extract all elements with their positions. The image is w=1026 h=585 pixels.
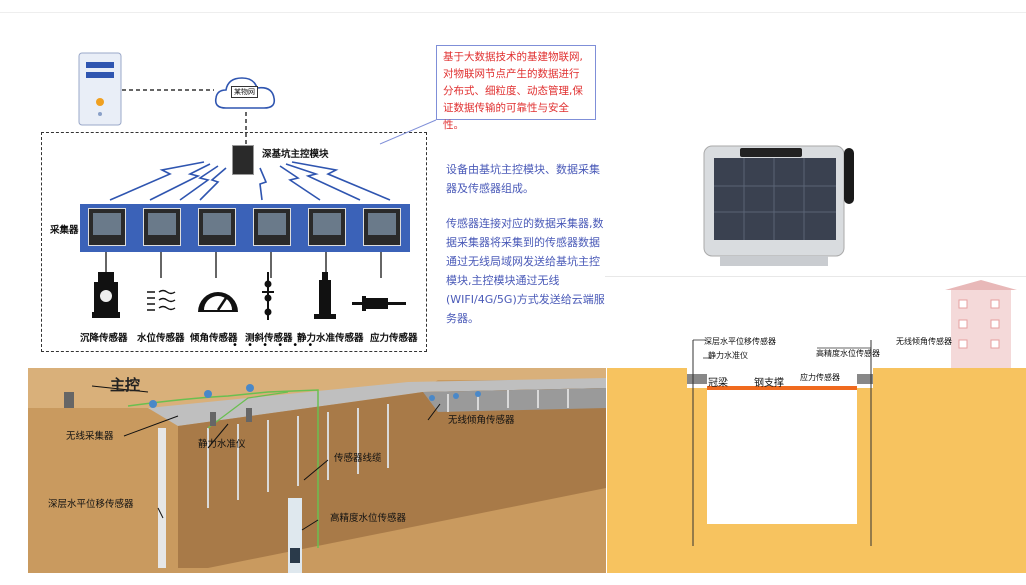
section-steel-support: 钢支撑 <box>754 378 784 389</box>
site-main-control: 主控 <box>110 376 141 394</box>
section-deep-horizontal: 深层水平位移传感器 <box>704 337 776 346</box>
device-photo <box>703 145 854 266</box>
collector-bar <box>80 204 410 252</box>
site-water-level: 高精度水位传感器 <box>330 513 407 524</box>
site-deep-horizontal: 深层水平位移传感器 <box>48 499 134 510</box>
server-link <box>122 89 214 91</box>
sensor-label-2: 水位传感器 <box>137 333 185 344</box>
collector-label: 采集器 <box>50 225 79 236</box>
sensor-label-6: 应力传感器 <box>370 333 418 344</box>
description-p1: 设备由基坑主控模块、数据采集器及传感器组成。 <box>446 163 600 195</box>
static-level-sensor-icon <box>314 272 336 319</box>
settlement-sensor-icon <box>92 272 120 318</box>
top-divider <box>0 12 1026 13</box>
sensor-label-3: 倾角传感器 <box>190 333 238 344</box>
right-divider <box>605 276 1026 277</box>
section-water-level: 高精度水位传感器 <box>816 349 880 358</box>
sensor-label-5: 静力水准传感器 <box>297 333 364 344</box>
site-3d-diagram <box>28 368 606 573</box>
sensor-links <box>105 252 382 278</box>
site-wireless-collector: 无线采集器 <box>66 431 114 442</box>
description-p2: 传感器连接对应的数据采集器,数据采集器将采集到的传感器数据通过无线局域网发送给基… <box>446 217 605 325</box>
site-wireless-tilt: 无线倾角传感器 <box>448 415 515 426</box>
callout-text: 基于大数据技术的基建物联网,对物联网节点产生的数据进行分布式、细粒度、动态管理,… <box>436 45 596 131</box>
collector-3 <box>198 208 236 246</box>
collector-4 <box>253 208 291 246</box>
section-wireless-tilt: 无线倾角传感器 <box>896 337 952 346</box>
section-static-level: 静力水准仪 <box>708 351 748 360</box>
tilt-sensor-icon <box>198 292 238 312</box>
sensor-label-1: 沉降传感器 <box>80 333 128 344</box>
stress-sensor-icon <box>352 296 406 311</box>
section-stress-sensor: 应力传感器 <box>800 373 840 382</box>
collector-5 <box>308 208 346 246</box>
main-module-device <box>232 145 254 175</box>
wireless-signals <box>109 161 391 201</box>
collector-1 <box>88 208 126 246</box>
site-static-level: 静力水准仪 <box>198 439 246 450</box>
section-diagram <box>607 280 1026 573</box>
collector-6 <box>363 208 401 246</box>
more-dots: • • • • • • <box>232 340 317 351</box>
cloud-link <box>245 112 247 144</box>
sensor-label-4: 测斜传感器 <box>245 333 293 344</box>
server-icon <box>78 52 122 126</box>
site-sensor-cable: 传感器线缆 <box>334 453 382 464</box>
section-crown-beam: 冠梁 <box>708 378 728 389</box>
inclinometer-sensor-icon <box>262 272 274 320</box>
water-level-sensor-icon <box>147 289 176 311</box>
collector-2 <box>143 208 181 246</box>
system-box <box>41 132 427 352</box>
callout-leader <box>379 119 437 145</box>
cloud-label: 某物网 <box>231 86 258 98</box>
main-module-label: 深基坑主控模块 <box>262 149 329 160</box>
